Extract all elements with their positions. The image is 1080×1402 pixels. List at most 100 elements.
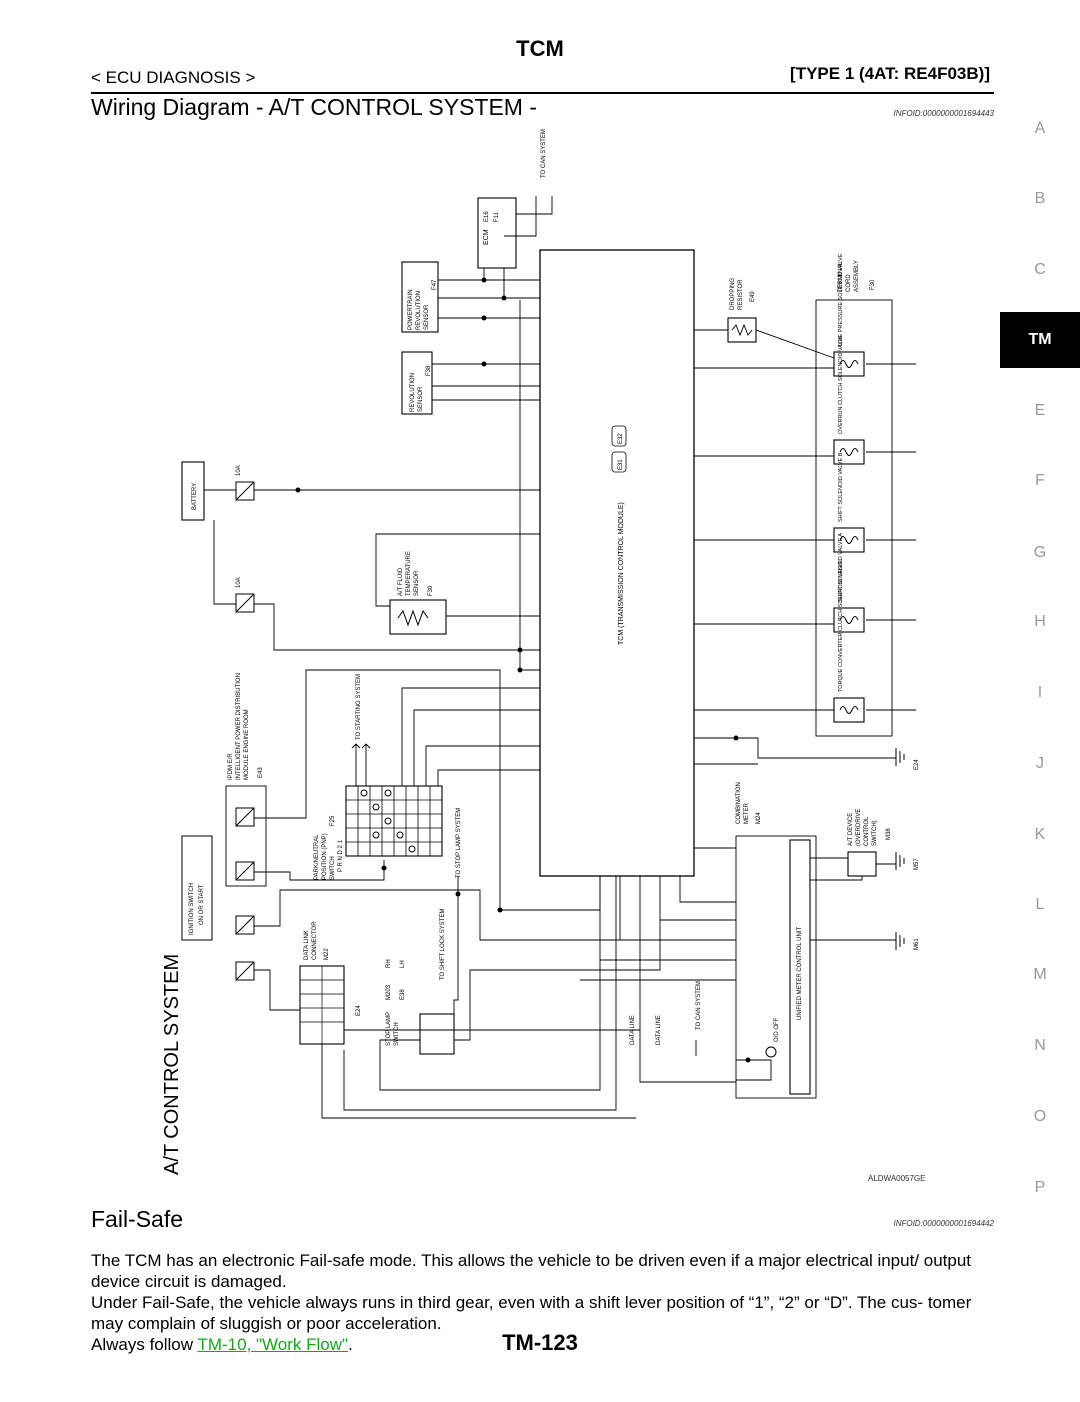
fuse-5 bbox=[235, 915, 255, 935]
prs-label-3: SENSOR bbox=[424, 304, 430, 330]
ign-label-2: ON OR START bbox=[199, 884, 205, 925]
side-index-k[interactable]: K bbox=[1034, 826, 1046, 843]
ipdm-box bbox=[225, 785, 267, 887]
dropping-conn: E49 bbox=[750, 291, 756, 302]
stop-conn-b: E38 bbox=[400, 989, 406, 1000]
ecm-box bbox=[477, 197, 517, 269]
combo-label-1: COMBINATION bbox=[736, 782, 742, 824]
stop-lamp-switch-box bbox=[419, 1013, 455, 1055]
ecm-conn-a: E16 bbox=[484, 211, 490, 222]
rs-conn: F38 bbox=[426, 365, 432, 376]
side-index: A B C TM E F G H I J K L M N O P bbox=[1000, 0, 1080, 1402]
at-device-label-2: (OVERDRIVE bbox=[856, 809, 862, 846]
side-index-j[interactable]: J bbox=[1036, 755, 1044, 772]
pnp-label-2: POSITION (PNP) bbox=[322, 833, 328, 880]
at-device-label-4: SWITCH) bbox=[872, 820, 878, 846]
fuse-6 bbox=[235, 961, 255, 981]
fuse-4 bbox=[235, 861, 255, 881]
shift-solenoid-a: SHIFT SOLENOID VALVE A bbox=[833, 533, 865, 633]
line-pressure-solenoid: LINE PRESSURE SOLENOID VALVE bbox=[833, 253, 865, 377]
side-index-f[interactable]: F bbox=[1035, 472, 1045, 489]
ground-e24-b: E24 bbox=[914, 759, 920, 770]
fuse-2 bbox=[235, 593, 255, 613]
fuse-1 bbox=[235, 481, 255, 501]
side-index-m[interactable]: M bbox=[1033, 966, 1047, 983]
fuse-2-label: 10A bbox=[236, 577, 242, 588]
at-device-box bbox=[847, 851, 877, 877]
ign-label-1: IGNITION SWITCH bbox=[189, 883, 195, 935]
side-index-g[interactable]: G bbox=[1033, 544, 1047, 561]
ground-m61-icon bbox=[895, 932, 905, 950]
dlc-label-2: CONNECTOR bbox=[312, 921, 318, 960]
tcm-conn-a-box bbox=[611, 451, 627, 473]
pnp-label-3: SWITCH bbox=[330, 856, 336, 880]
tcm-conn-b: E32 bbox=[618, 433, 624, 444]
stop-lh: LH bbox=[400, 960, 406, 968]
svg-text:TORQUE CONVERTER CLUTCH SOLENO: TORQUE CONVERTER CLUTCH SOLENOID VALVE bbox=[838, 560, 844, 692]
diagram-code: ALDWA0057GE bbox=[868, 1174, 926, 1183]
side-index-e[interactable]: E bbox=[1034, 402, 1046, 419]
fluid-label-1: A/T FLUID bbox=[398, 567, 404, 596]
ecm-label: ECM bbox=[483, 229, 490, 245]
terminal-label-2: CORD bbox=[846, 274, 852, 292]
dlc-label-1: DATA LINK bbox=[304, 930, 310, 960]
ground-e24-icon bbox=[895, 748, 905, 766]
fuse-3 bbox=[235, 807, 255, 827]
revolution-sensor-box bbox=[401, 351, 433, 415]
side-index-l[interactable]: L bbox=[1035, 896, 1045, 913]
side-index-h[interactable]: H bbox=[1034, 613, 1046, 630]
failsafe-para3-prefix: Always follow bbox=[91, 1335, 198, 1354]
dropping-label-1: DROPPING bbox=[730, 278, 736, 310]
stop-lamp-label-1: STOP LAMP bbox=[386, 1012, 392, 1046]
torque-converter-solenoid: TORQUE CONVERTER CLUTCH SOLENOID VALVE bbox=[833, 560, 865, 723]
wiring-diagram: A/T CONTROL SYSTEM TCM (TRANSMISSION CON… bbox=[161, 129, 920, 1175]
ground-m57: M57 bbox=[914, 858, 920, 870]
svg-text:OVERRUN CLUTCH SOLENOID VALVE: OVERRUN CLUTCH SOLENOID VALVE bbox=[838, 334, 844, 434]
fluid-conn: F30 bbox=[428, 585, 434, 596]
tcm-conn-b-box bbox=[611, 425, 627, 447]
prs-conn: F47 bbox=[432, 279, 438, 290]
pnp-positions: P R N D 2 1 bbox=[338, 839, 344, 872]
to-stop-lamp-label: TO STOP LAMP SYSTEM bbox=[456, 808, 462, 878]
combination-meter-box bbox=[735, 835, 817, 1099]
tcm-box bbox=[539, 249, 695, 877]
terminal-label-1: TERMINAL bbox=[838, 261, 844, 292]
side-index-p[interactable]: P bbox=[1034, 1179, 1046, 1196]
dropping-label-2: RESISTOR bbox=[738, 279, 744, 310]
failsafe-title: Fail-Safe bbox=[91, 1206, 184, 1232]
page-header-title: TCM bbox=[516, 36, 564, 61]
system-label: A/T CONTROL SYSTEM bbox=[161, 954, 183, 1175]
fuse-1-label: 10A bbox=[236, 465, 242, 476]
ipdm-label-2: INTELLIGENT POWER DISTRIBUTION bbox=[236, 673, 242, 780]
side-index-b[interactable]: B bbox=[1034, 190, 1046, 207]
failsafe-paragraph-2: Under Fail-Safe, the vehicle always runs… bbox=[91, 1293, 972, 1333]
stop-lamp-label-2: SWITCH bbox=[394, 1022, 400, 1046]
pnp-conn: F25 bbox=[330, 815, 336, 826]
powertrain-sensor-box bbox=[401, 261, 439, 333]
side-index-tm[interactable]: TM bbox=[1000, 312, 1080, 368]
work-flow-link[interactable]: TM-10, "Work Flow" bbox=[197, 1335, 349, 1354]
failsafe-paragraph-1: The TCM has an electronic Fail-safe mode… bbox=[91, 1251, 972, 1291]
terminal-label-3: ASSEMBLY bbox=[854, 260, 860, 292]
prs-label-1: POWERTRAIN bbox=[408, 289, 414, 330]
diagram-title: Wiring Diagram - A/T CONTROL SYSTEM - bbox=[91, 94, 538, 120]
dlc-conn: M22 bbox=[324, 948, 330, 960]
side-index-a[interactable]: A bbox=[1034, 120, 1046, 137]
side-index-c[interactable]: C bbox=[1034, 261, 1046, 278]
wires bbox=[204, 196, 896, 1119]
terminal-conn: F30 bbox=[870, 279, 876, 290]
side-index-i[interactable]: I bbox=[1037, 684, 1043, 701]
side-index-o[interactable]: O bbox=[1033, 1108, 1047, 1125]
section-breadcrumb: < ECU DIAGNOSIS > bbox=[91, 68, 256, 87]
ecm-conn-b: F11 bbox=[494, 211, 500, 222]
ipdm-label-1: IPDM E/R bbox=[228, 753, 234, 780]
page-number: TM-123 bbox=[502, 1330, 578, 1355]
to-can-top: TO CAN SYSTEM bbox=[541, 129, 547, 178]
ground-m57-icon bbox=[895, 852, 905, 870]
to-can-bottom: TO CAN SYSTEM bbox=[696, 981, 702, 1030]
data-line-2: DATA LINE bbox=[656, 1015, 662, 1045]
svg-text:SHIFT SOLENOID VALVE A: SHIFT SOLENOID VALVE A bbox=[838, 533, 844, 602]
diagram-infoid: INFOID:0000000001694443 bbox=[893, 109, 994, 118]
side-index-n[interactable]: N bbox=[1034, 1037, 1046, 1054]
tcm-label: TCM (TRANSMISSION CONTROL MODULE) bbox=[618, 502, 625, 645]
